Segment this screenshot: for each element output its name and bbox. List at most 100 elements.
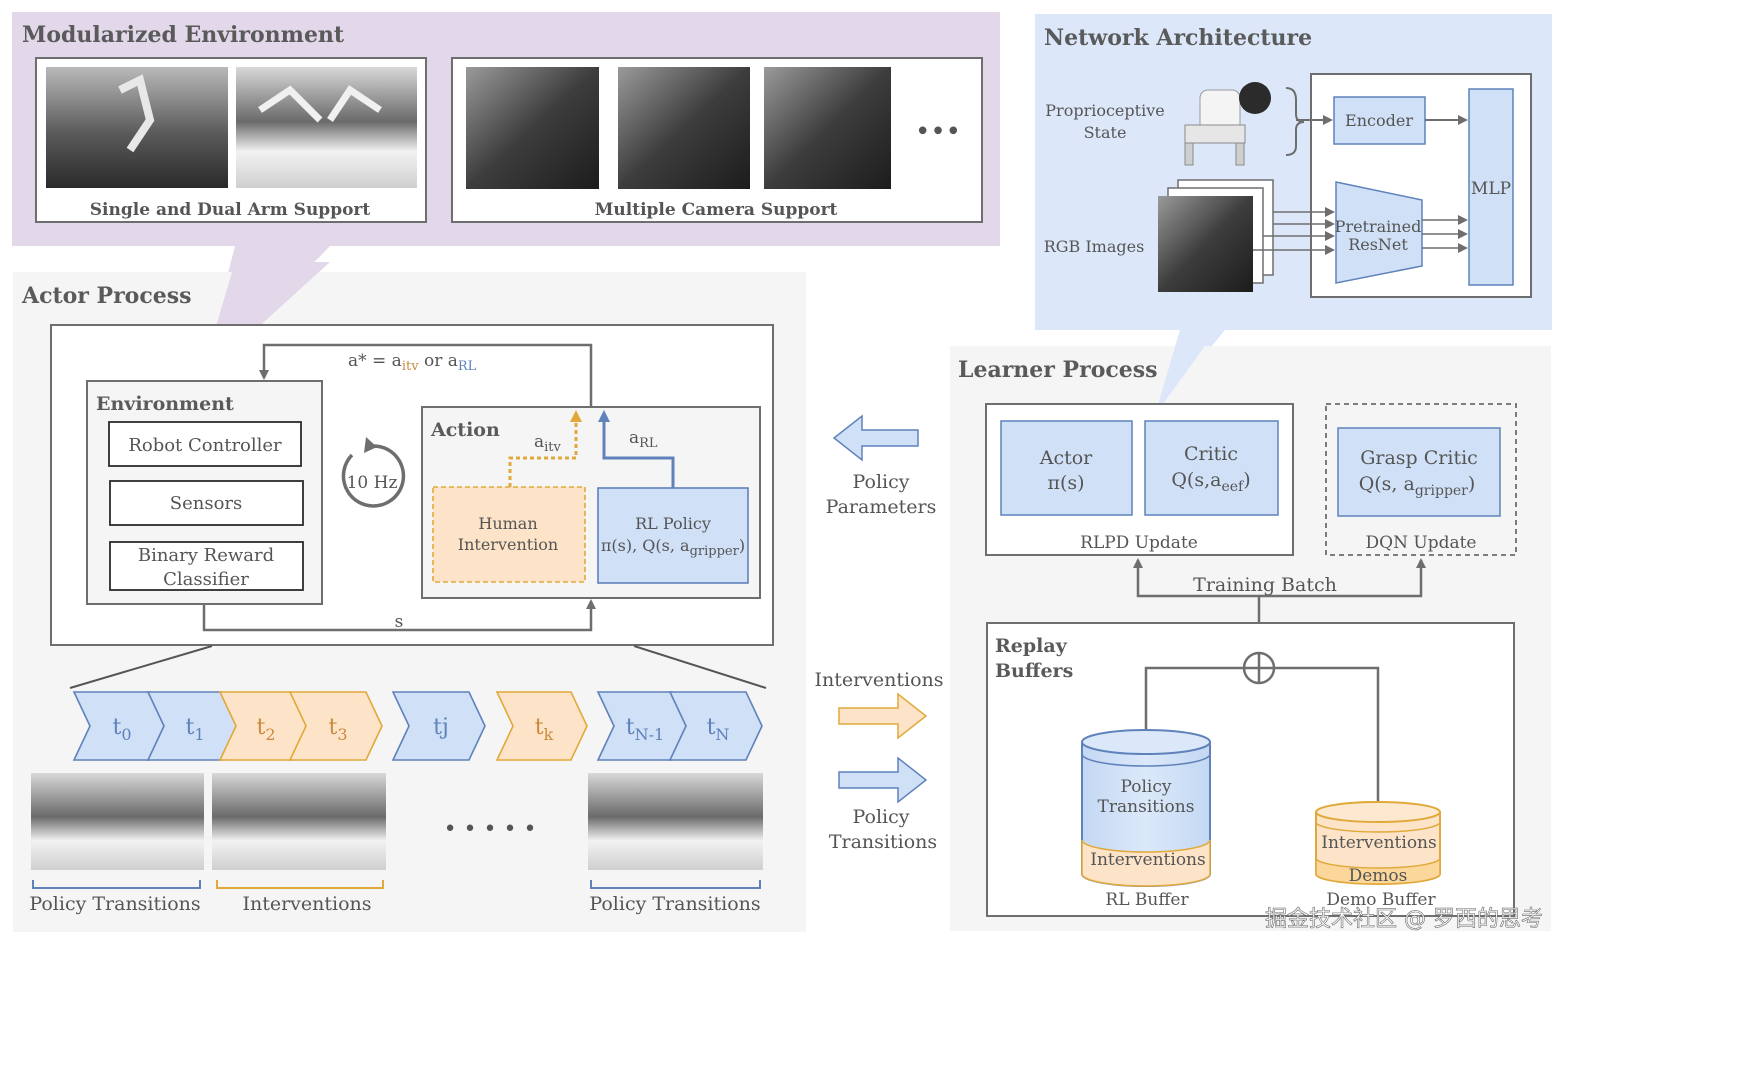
camera-view-2 bbox=[618, 67, 750, 189]
robot-controller-box bbox=[108, 421, 302, 467]
policy-parameters-label-line1: Policy bbox=[853, 471, 910, 493]
learner-actor-label-line2: π(s) bbox=[1047, 472, 1084, 494]
zoom-line-left bbox=[69, 645, 213, 689]
policy-transitions-flow-arrow bbox=[838, 756, 928, 804]
resnet-label-line1: Pretrained bbox=[1335, 217, 1422, 236]
robot-controller-label: Robot Controller bbox=[128, 435, 282, 456]
resnet-to-mlp-arrows bbox=[1422, 215, 1468, 253]
timestep-chevron bbox=[391, 691, 486, 761]
single-dual-arm-caption: Single and Dual Arm Support bbox=[90, 200, 371, 220]
middle-flow-arrows: Policy Parameters Interventions Policy T… bbox=[814, 414, 944, 853]
frequency-label: 10 Hz bbox=[347, 473, 398, 493]
pretrained-resnet-trapezoid bbox=[1335, 181, 1423, 284]
timestep-label: t3 bbox=[328, 715, 347, 744]
rlpd-update-label: RLPD Update bbox=[1080, 533, 1198, 553]
sensors-box bbox=[109, 480, 304, 526]
learner-actor-label-line1: Actor bbox=[1039, 447, 1093, 469]
rl-action-arrow bbox=[598, 410, 675, 488]
learner-critic-label-line1: Critic bbox=[1184, 443, 1238, 465]
state-to-action-arrow bbox=[202, 599, 596, 632]
grasp-critic-label-line2: Q(s, agripper) bbox=[1359, 473, 1476, 499]
batch-to-dqn-arrow bbox=[1259, 558, 1426, 598]
watermark: 掘金技术社区 @ 罗西的思考 bbox=[1265, 907, 1543, 932]
modularized-environment-title: Modularized Environment bbox=[22, 22, 345, 48]
images-to-resnet-arrows bbox=[1253, 207, 1335, 255]
camera-view-1 bbox=[466, 67, 599, 189]
resnet-label-line2: ResNet bbox=[1348, 235, 1408, 254]
proprio-brace bbox=[1285, 87, 1305, 156]
single-arm-robot-shape bbox=[118, 74, 155, 153]
demo-buffer-interventions-label: Interventions bbox=[1321, 833, 1436, 853]
action-to-environment-arrow bbox=[259, 343, 593, 406]
action-title: Action bbox=[430, 419, 500, 441]
photo-dots: • • • • • bbox=[444, 817, 537, 842]
learner-critic-label-line2: Q(s,aeef) bbox=[1171, 469, 1250, 495]
interventions-flow-label: Interventions bbox=[814, 669, 943, 691]
policy-parameters-arrow bbox=[832, 414, 919, 462]
rl-buffer-label: RL Buffer bbox=[1105, 890, 1189, 910]
a-itv-label: aitv bbox=[534, 432, 562, 455]
rl-buffer-interventions-label: Interventions bbox=[1090, 850, 1205, 870]
demo-buffer-connector bbox=[1274, 666, 1380, 808]
human-intervention-label-line1: Human bbox=[478, 514, 537, 533]
learner-critic-box bbox=[1144, 420, 1279, 516]
proprioceptive-label-line1: Proprioceptive bbox=[1045, 101, 1164, 120]
interventions-photo bbox=[212, 773, 386, 870]
proprioceptive-label-line2: State bbox=[1084, 123, 1127, 142]
grasp-critic-label-line1: Grasp Critic bbox=[1360, 447, 1478, 469]
camera-ellipsis: ••• bbox=[915, 117, 961, 147]
encoder-label: Encoder bbox=[1345, 111, 1413, 130]
rl-buffer-cylinder bbox=[1081, 729, 1211, 887]
sensors-label: Sensors bbox=[170, 493, 243, 514]
encoder-box bbox=[1333, 96, 1426, 145]
rl-buffer-connector bbox=[1144, 666, 1244, 738]
timestep-label: t2 bbox=[256, 715, 275, 744]
mlp-box bbox=[1468, 88, 1514, 286]
replay-buffers-title-line2: Buffers bbox=[995, 660, 1073, 682]
demo-buffer-cylinder bbox=[1315, 801, 1441, 885]
training-batch-label: Training Batch bbox=[1193, 574, 1337, 596]
rl-buffer-policy-label-line2: Transitions bbox=[1098, 797, 1195, 817]
refresh-cycle-icon bbox=[341, 437, 406, 508]
learner-process-title: Learner Process bbox=[958, 357, 1158, 383]
timestep-label: t1 bbox=[185, 715, 204, 744]
timestep-chevron bbox=[288, 691, 383, 761]
network-architecture-panel: Network Architecture Proprioceptive Stat… bbox=[1035, 14, 1552, 415]
policy-transitions-caption-left: Policy Transitions bbox=[29, 893, 200, 915]
grasp-critic-box bbox=[1337, 427, 1501, 517]
policy-transitions-caption-right: Policy Transitions bbox=[589, 893, 760, 915]
timestep-label: tN bbox=[707, 715, 730, 744]
dual-arm-robot-shape bbox=[258, 85, 382, 123]
rgb-stack-front-photo bbox=[1158, 196, 1253, 292]
policy-transitions-photo-1 bbox=[31, 773, 204, 870]
demo-buffer-demos-label: Demos bbox=[1349, 866, 1408, 886]
timestep-label: tk bbox=[535, 715, 554, 744]
policy-bracket-left bbox=[32, 880, 201, 889]
timestep-label: tj bbox=[433, 715, 449, 740]
rl-policy-label-line1: RL Policy bbox=[635, 514, 711, 533]
timestep-chevron bbox=[668, 691, 763, 761]
human-intervention-label-line2: Intervention bbox=[458, 535, 558, 554]
rl-buffer-policy-label-line1: Policy bbox=[1121, 777, 1172, 797]
mlp-label: MLP bbox=[1471, 179, 1511, 199]
rgb-images-label: RGB Images bbox=[1044, 237, 1145, 256]
policy-transitions-flow-label-line2: Transitions bbox=[829, 831, 937, 853]
interventions-bracket bbox=[216, 880, 384, 889]
single-arm-photo bbox=[46, 67, 228, 188]
a-rl-label: aRL bbox=[629, 428, 658, 451]
learner-process-panel: Learner Process Actor π(s) Critic Q(s,ae… bbox=[950, 330, 1551, 931]
state-label: s bbox=[395, 612, 404, 632]
policy-parameters-label-line2: Parameters bbox=[826, 496, 937, 518]
actor-process-panel: Actor Process a* = aitv or aRL s Environ… bbox=[13, 262, 806, 932]
dqn-update-box bbox=[1325, 403, 1517, 556]
dqn-update-label: DQN Update bbox=[1366, 533, 1477, 553]
timestep-label: t0 bbox=[112, 715, 131, 744]
learner-actor-box bbox=[1000, 420, 1133, 516]
replay-buffers-title-line1: Replay bbox=[995, 635, 1068, 657]
reward-classifier-box bbox=[109, 541, 304, 591]
rl-policy-box bbox=[597, 487, 749, 584]
network-architecture-title: Network Architecture bbox=[1044, 25, 1312, 51]
